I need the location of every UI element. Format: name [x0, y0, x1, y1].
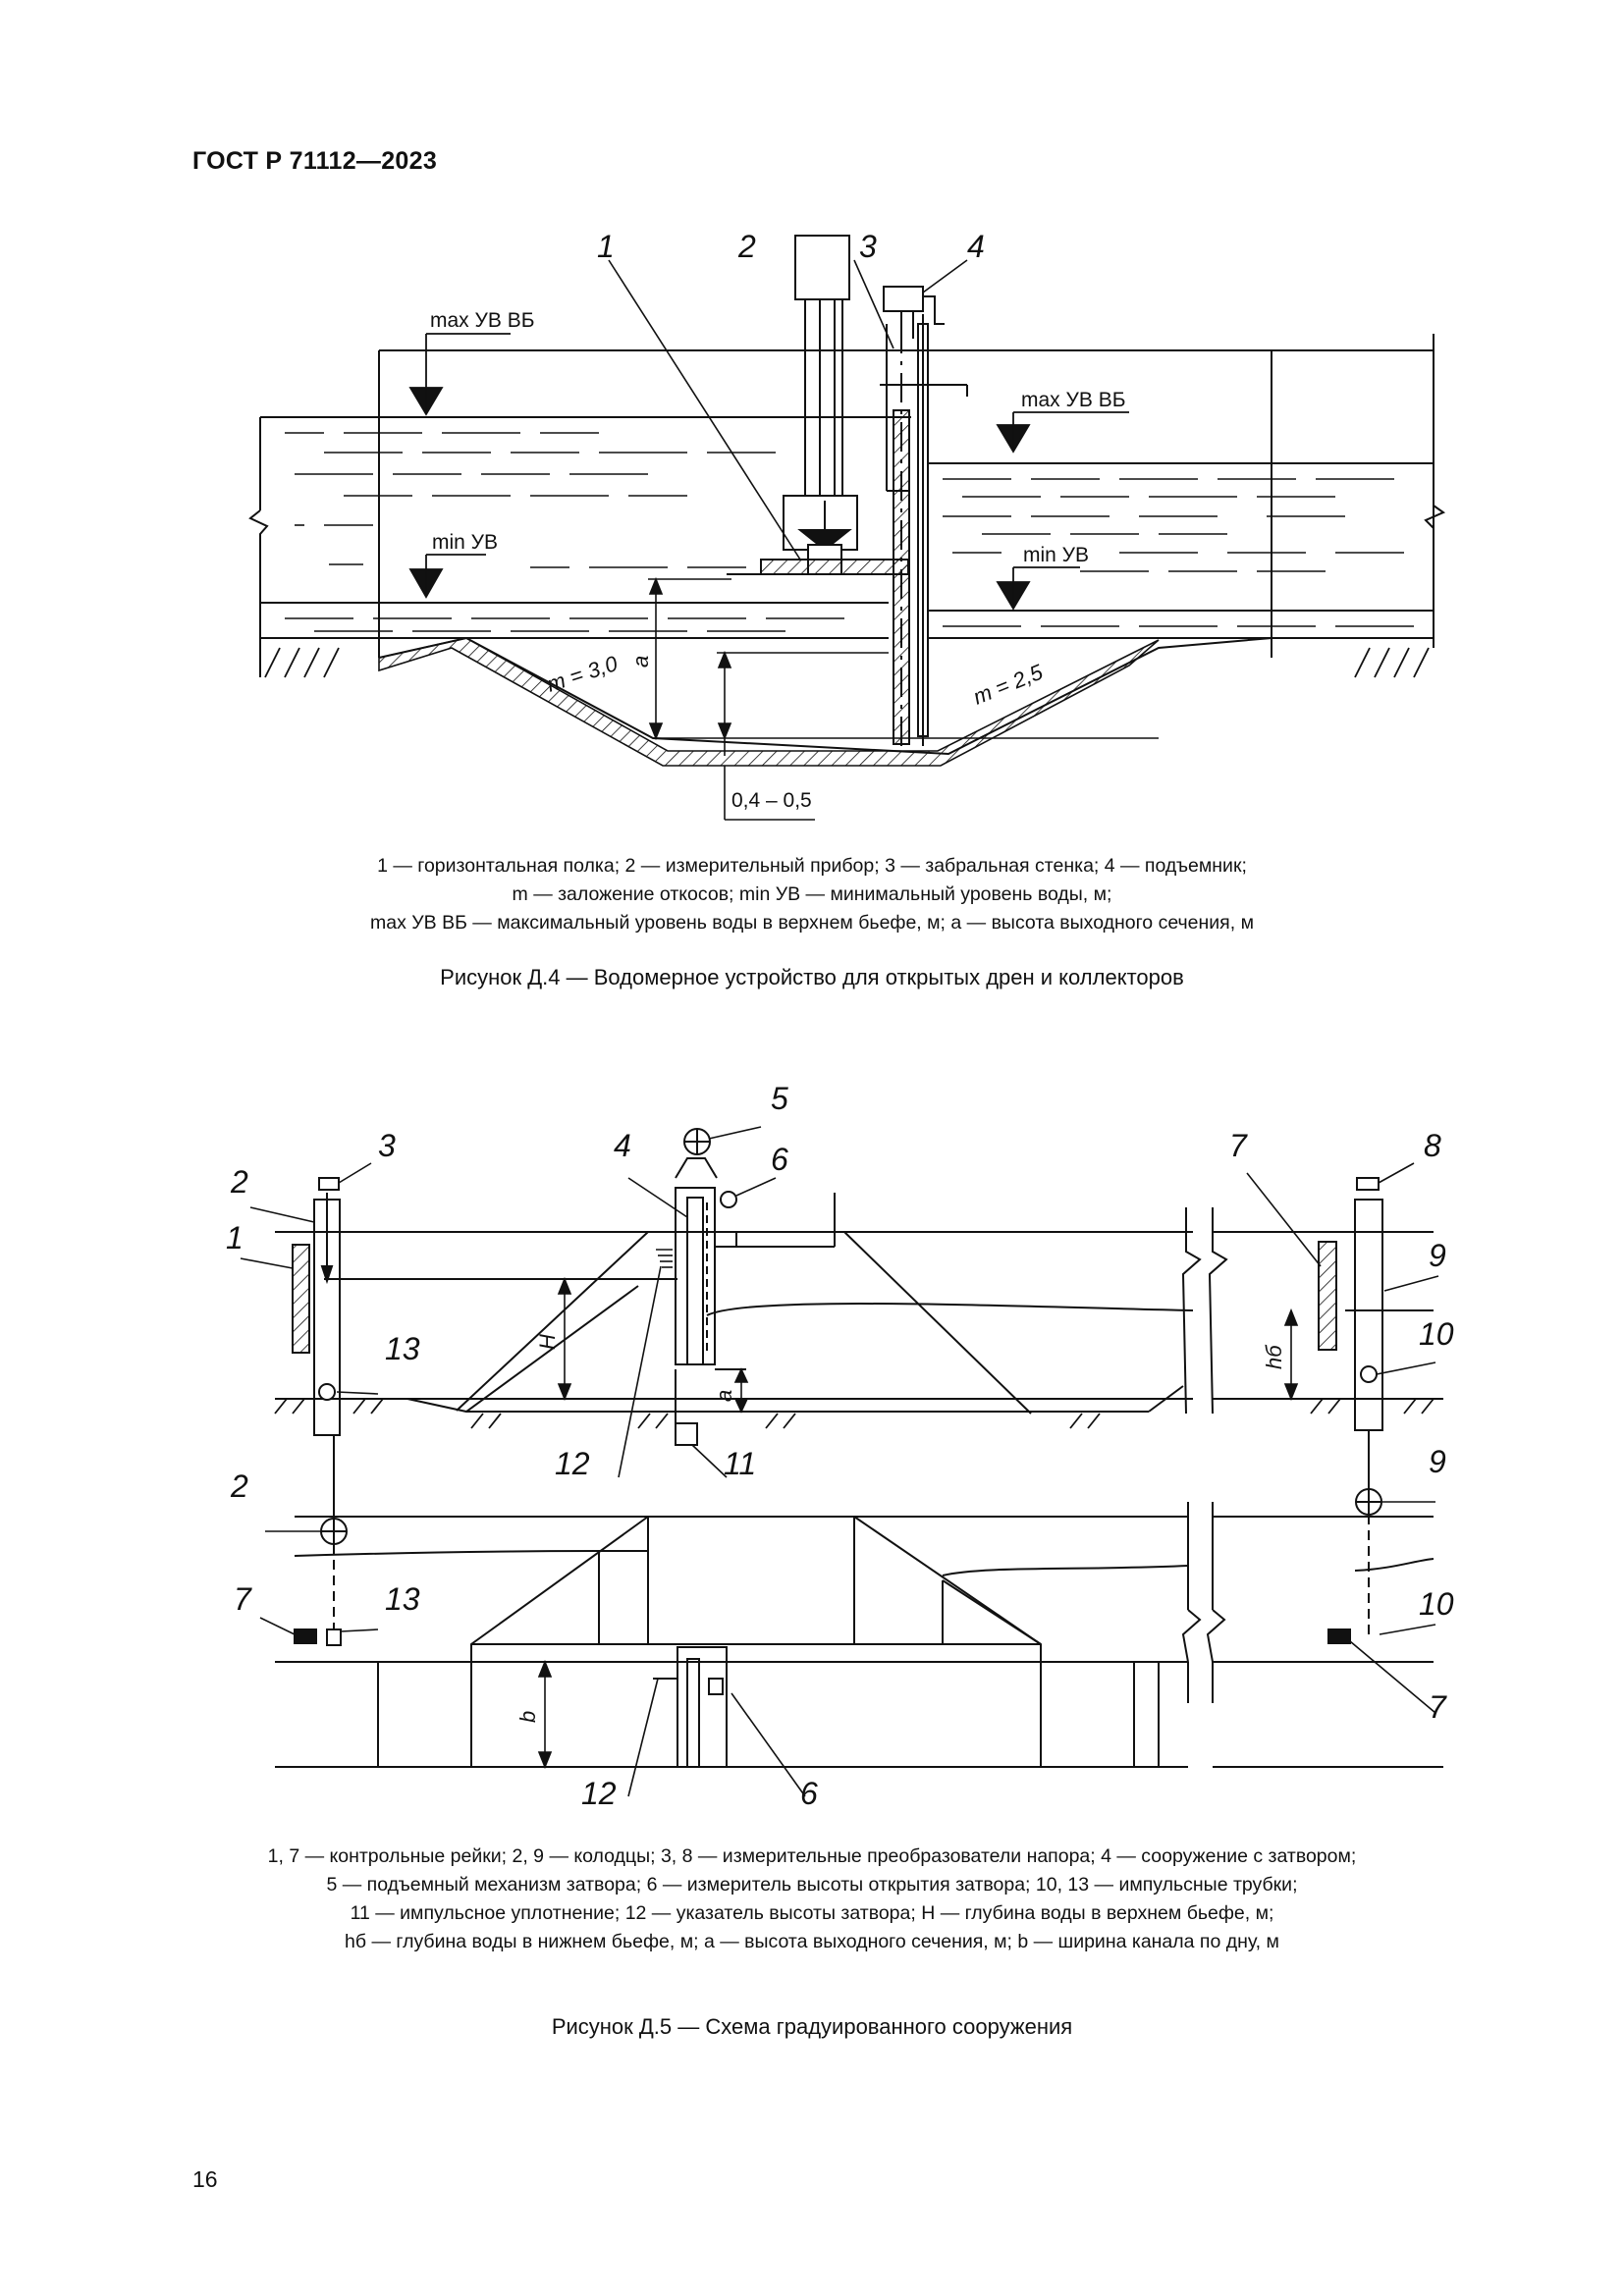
- callout-1: 1: [597, 229, 615, 264]
- callout-1: 1: [226, 1220, 244, 1255]
- callout-5: 5: [771, 1081, 788, 1116]
- max-level-left-label: max УВ ВБ: [430, 309, 534, 332]
- callout-12: 12: [555, 1446, 590, 1481]
- callout-7: 7: [1229, 1128, 1248, 1163]
- callout-6: 6: [771, 1142, 788, 1177]
- figure-d4-diagram: 1 2 3 4 max УВ ВБ max УВ ВБ min УВ min У…: [248, 229, 1446, 821]
- figure-d5-diagram: 5 3 4 6 7 8 2 1 9 13 10 12 11 2 9 7 13 1…: [226, 1081, 1454, 1811]
- callout-2: 2: [230, 1468, 248, 1504]
- legend-line: 11 — импульсное уплотнение; 12 — указате…: [350, 1902, 1274, 1924]
- figure-d5-legend: 1, 7 — контрольные рейки; 2, 9 — колодцы…: [147, 1842, 1477, 1956]
- callout-3: 3: [378, 1128, 396, 1163]
- callout-2: 2: [230, 1164, 248, 1200]
- page-number: 16: [192, 2166, 218, 2192]
- gap-dimension-label: 0,4 – 0,5: [731, 789, 812, 812]
- min-level-left-label: min УВ: [432, 531, 498, 554]
- figure-d5-caption: Рисунок Д.5 — Схема градуированного соор…: [551, 2014, 1073, 2039]
- depth-hb-label: hб: [1262, 1344, 1286, 1369]
- callout-9: 9: [1429, 1238, 1446, 1273]
- legend-line: 1, 7 — контрольные рейки; 2, 9 — колодцы…: [267, 1845, 1357, 1867]
- height-a-label: a: [712, 1390, 736, 1402]
- figure-d4-legend: 1 — горизонтальная полка; 2 — измеритель…: [147, 852, 1477, 937]
- callout-7: 7: [1429, 1689, 1447, 1725]
- legend-line: 1 — горизонтальная полка; 2 — измеритель…: [377, 855, 1247, 877]
- legend-line: hб — глубина воды в нижнем бьефе, м; a —…: [345, 1931, 1279, 1952]
- callout-7: 7: [234, 1581, 252, 1617]
- callout-9: 9: [1429, 1444, 1446, 1479]
- legend-line: m — заложение откосов; min УВ — минималь…: [512, 883, 1112, 905]
- legend-line: 5 — подъемный механизм затвора; 6 — изме…: [326, 1874, 1298, 1896]
- callout-2: 2: [737, 229, 756, 264]
- width-b-label: b: [515, 1711, 540, 1723]
- callout-13: 13: [385, 1331, 420, 1366]
- callout-12: 12: [581, 1776, 617, 1811]
- callout-4: 4: [967, 229, 985, 264]
- figure-d4-caption: Рисунок Д.4 — Водомерное устройство для …: [440, 965, 1184, 989]
- callout-8: 8: [1424, 1128, 1441, 1163]
- height-a-label: a: [628, 656, 653, 667]
- callout-11: 11: [724, 1446, 756, 1481]
- legend-line: max УВ ВБ — максимальный уровень воды в …: [370, 912, 1254, 934]
- document-header: ГОСТ Р 71112—2023: [192, 147, 438, 175]
- max-level-right-label: max УВ ВБ: [1021, 389, 1125, 411]
- callout-10: 10: [1419, 1586, 1454, 1622]
- callout-13: 13: [385, 1581, 420, 1617]
- callout-6: 6: [800, 1776, 818, 1811]
- callout-10: 10: [1419, 1316, 1454, 1352]
- callout-4: 4: [614, 1128, 631, 1163]
- depth-H-label: H: [535, 1334, 560, 1350]
- callout-3: 3: [859, 229, 877, 264]
- min-level-right-label: min УВ: [1023, 544, 1089, 566]
- slope-left-label: m = 3,0: [544, 651, 622, 697]
